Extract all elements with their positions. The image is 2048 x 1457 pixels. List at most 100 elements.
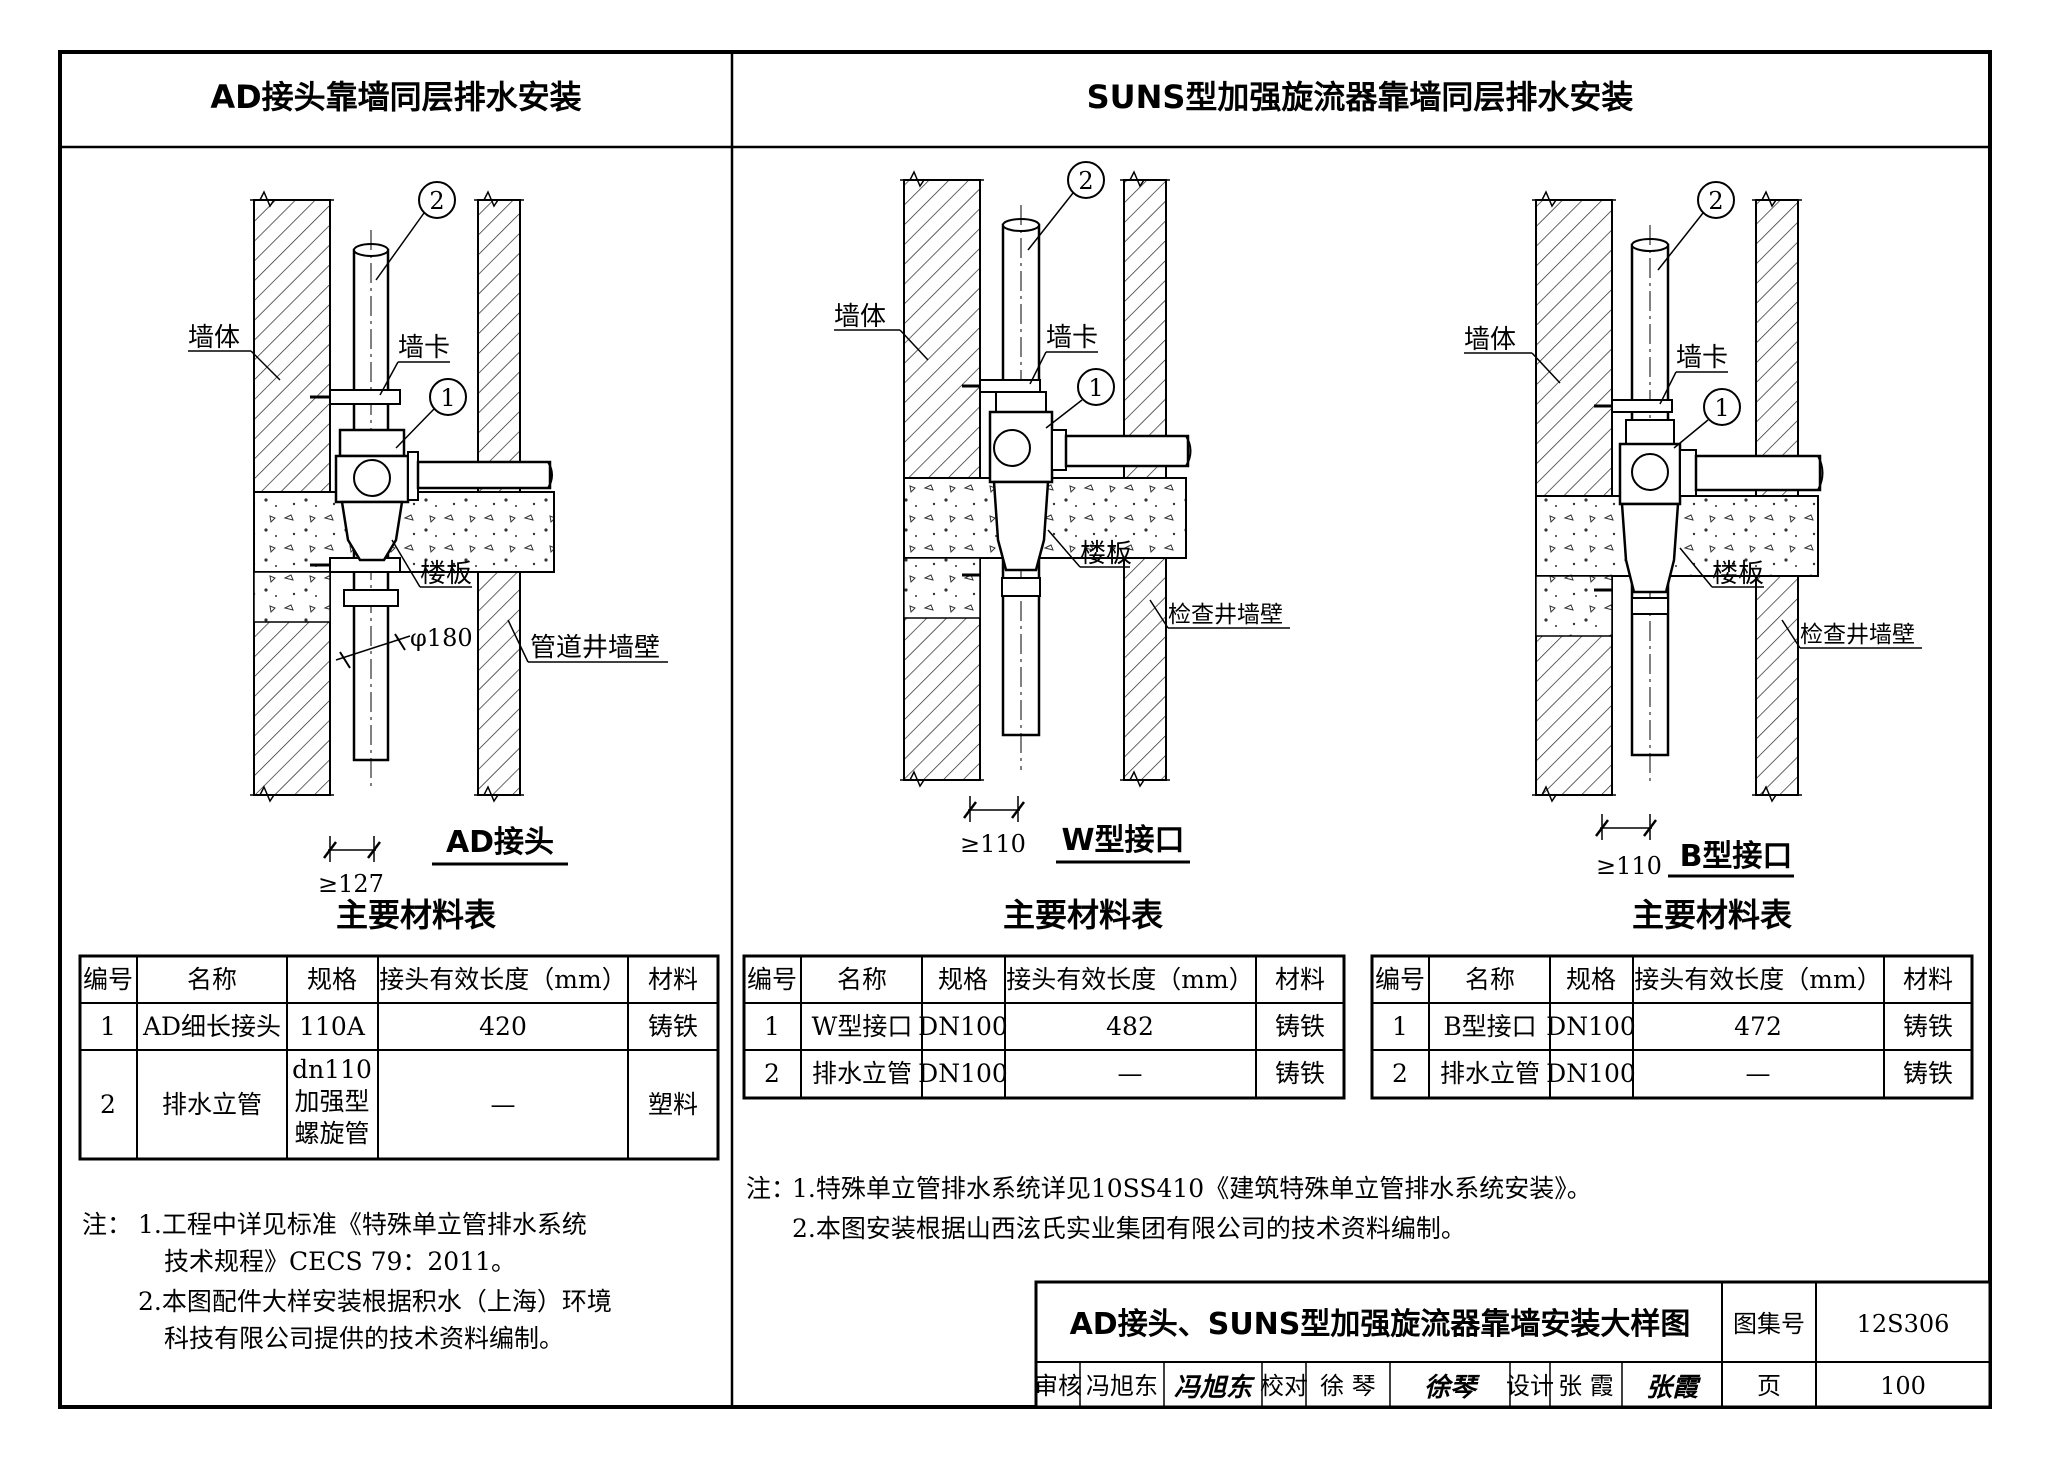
cell: 铸铁 <box>648 1012 698 1041</box>
cell: 2 <box>764 1059 780 1088</box>
col-header-name: 名称 <box>187 965 237 994</box>
dim-gap: ≥127 <box>318 870 384 898</box>
branch-pipe <box>1064 434 1190 468</box>
col-header-length: 接头有效长度（mm） <box>379 965 626 994</box>
design-signature: 张霞 <box>1646 1373 1702 1403</box>
note-prefix: 注： <box>82 1210 132 1239</box>
cell: — <box>491 1090 516 1119</box>
note-line: 科技有限公司提供的技术资料编制。 <box>164 1324 564 1353</box>
col-header-length: 接头有效长度（mm） <box>1634 965 1881 994</box>
design-label: 设计 <box>1506 1372 1554 1400</box>
label-clamp: 墙卡 <box>398 333 450 363</box>
diagram-ad-joint: 墙体 墙卡 楼板 管道井墙壁 φ180 2 1 ≥127 AD接头 <box>188 181 668 898</box>
review-name: 冯旭东 <box>1086 1372 1158 1400</box>
floor-slab <box>253 491 555 573</box>
label-wall: 墙体 <box>834 302 886 332</box>
cell: dn110 <box>292 1055 372 1084</box>
cell: DN100 <box>1546 1012 1636 1041</box>
cell: 472 <box>1734 1012 1782 1041</box>
materials-table-2: 主要材料表 编号 名称 规格 接头有效长度（mm） 材料 1 W型接口 DN10… <box>742 896 1346 1100</box>
note-line: 1.工程中详见标准《特殊单立管排水系统 <box>138 1210 587 1239</box>
label-floor: 楼板 <box>1712 559 1764 589</box>
label-clamp: 墙卡 <box>1676 343 1728 373</box>
label-wall: 墙体 <box>188 323 240 353</box>
col-header-spec: 规格 <box>307 965 357 994</box>
cell: DN100 <box>1546 1059 1636 1088</box>
table-title: 主要材料表 <box>1632 896 1792 934</box>
cell: 2 <box>100 1090 116 1119</box>
col-header-material: 材料 <box>1903 965 1953 994</box>
cell: B型接口 <box>1443 1012 1536 1041</box>
cell: 482 <box>1106 1012 1154 1041</box>
cell: 加强型 <box>294 1087 369 1116</box>
caption-w-interface: W型接口 <box>1061 823 1184 858</box>
notes-left: 注： 1.工程中详见标准《特殊单立管排水系统 技术规程》CECS 79：2011… <box>82 1210 612 1353</box>
note-line: 2.本图安装根据山西泫氏实业集团有限公司的技术资料编制。 <box>792 1214 1466 1243</box>
callout-1: 1 <box>1088 374 1103 402</box>
cell: — <box>1118 1059 1143 1088</box>
cell: 排水立管 <box>812 1059 912 1088</box>
design-name: 张 霞 <box>1558 1372 1614 1400</box>
col-header-material: 材料 <box>648 965 698 994</box>
cell: DN100 <box>918 1012 1008 1041</box>
dim-gap: ≥110 <box>1596 852 1662 880</box>
cell: 塑料 <box>648 1090 698 1119</box>
review-signature: 冯旭东 <box>1174 1373 1256 1403</box>
cell: — <box>1746 1059 1771 1088</box>
cell: 螺旋管 <box>294 1119 369 1148</box>
atlas-number: 12S306 <box>1857 1310 1950 1338</box>
table-title: 主要材料表 <box>1003 896 1163 934</box>
cell: 铸铁 <box>1903 1059 1953 1088</box>
label-wall: 墙体 <box>1464 325 1516 355</box>
label-shaft-wall: 管道井墙壁 <box>530 633 660 663</box>
note-prefix: 注： <box>746 1174 796 1203</box>
cell: 排水立管 <box>1440 1059 1540 1088</box>
caption-ad-joint: AD接头 <box>446 825 554 860</box>
callout-2: 2 <box>429 187 444 215</box>
cell: 1 <box>1392 1012 1408 1041</box>
cell: 420 <box>479 1012 527 1041</box>
callout-1: 1 <box>1714 394 1729 422</box>
note-line: 1.特殊单立管排水系统详见10SS410《建筑特殊单立管排水系统安装》。 <box>792 1174 1592 1203</box>
label-floor: 楼板 <box>1080 539 1132 569</box>
cell: 2 <box>1392 1059 1408 1088</box>
cell: 排水立管 <box>162 1090 262 1119</box>
note-line: 技术规程》CECS 79：2011。 <box>164 1247 516 1276</box>
branch-pipe <box>1694 454 1822 492</box>
col-header-name: 名称 <box>837 965 887 994</box>
label-inspection-wall: 检查井墙壁 <box>1168 602 1283 628</box>
col-header-spec: 规格 <box>938 965 988 994</box>
materials-table-3: 主要材料表 编号 名称 规格 接头有效长度（mm） 材料 1 B型接口 DN10… <box>1370 896 1974 1100</box>
diagram-b-interface: 墙体 墙卡 楼板 检查井墙壁 2 1 ≥110 B型接口 <box>1464 181 1922 880</box>
col-header-material: 材料 <box>1275 965 1325 994</box>
col-header-name: 名称 <box>1465 965 1515 994</box>
cell: 1 <box>100 1012 116 1041</box>
right-panel-title: SUNS型加强旋流器靠墙同层排水安装 <box>1087 78 1634 116</box>
cell: 铸铁 <box>1903 1012 1953 1041</box>
materials-table-1: 主要材料表 编号 名称 规格 接头有效长度（mm） 材料 1 AD细长接头 11… <box>78 896 720 1161</box>
note-line: 2.本图配件大样安装根据积水（上海）环境 <box>138 1287 612 1316</box>
label-clamp: 墙卡 <box>1046 323 1098 353</box>
cell: W型接口 <box>812 1012 913 1041</box>
cell: 铸铁 <box>1275 1059 1325 1088</box>
drawing-title: AD接头、SUNS型加强旋流器靠墙安装大样图 <box>1070 1307 1691 1342</box>
branch-pipe <box>416 460 552 490</box>
check-name: 徐 琴 <box>1320 1372 1376 1400</box>
dim-gap: ≥110 <box>960 830 1026 858</box>
title-block: AD接头、SUNS型加强旋流器靠墙安装大样图 图集号 12S306 审核 冯旭东… <box>1034 1280 1992 1409</box>
col-header-no: 编号 <box>1375 965 1425 994</box>
col-header-no: 编号 <box>83 965 133 994</box>
left-panel-title: AD接头靠墙同层排水安装 <box>210 78 581 116</box>
check-label: 校对 <box>1260 1372 1308 1400</box>
col-header-length: 接头有效长度（mm） <box>1006 965 1253 994</box>
callout-1: 1 <box>440 384 455 412</box>
cell: 110A <box>299 1012 366 1041</box>
outer-frame <box>58 50 1992 1409</box>
caption-b-interface: B型接口 <box>1680 839 1793 874</box>
atlas-label: 图集号 <box>1733 1310 1805 1338</box>
page-label: 页 <box>1757 1372 1781 1400</box>
review-label: 审核 <box>1034 1372 1082 1400</box>
page-number: 100 <box>1880 1372 1926 1400</box>
cell: AD细长接头 <box>142 1012 281 1041</box>
